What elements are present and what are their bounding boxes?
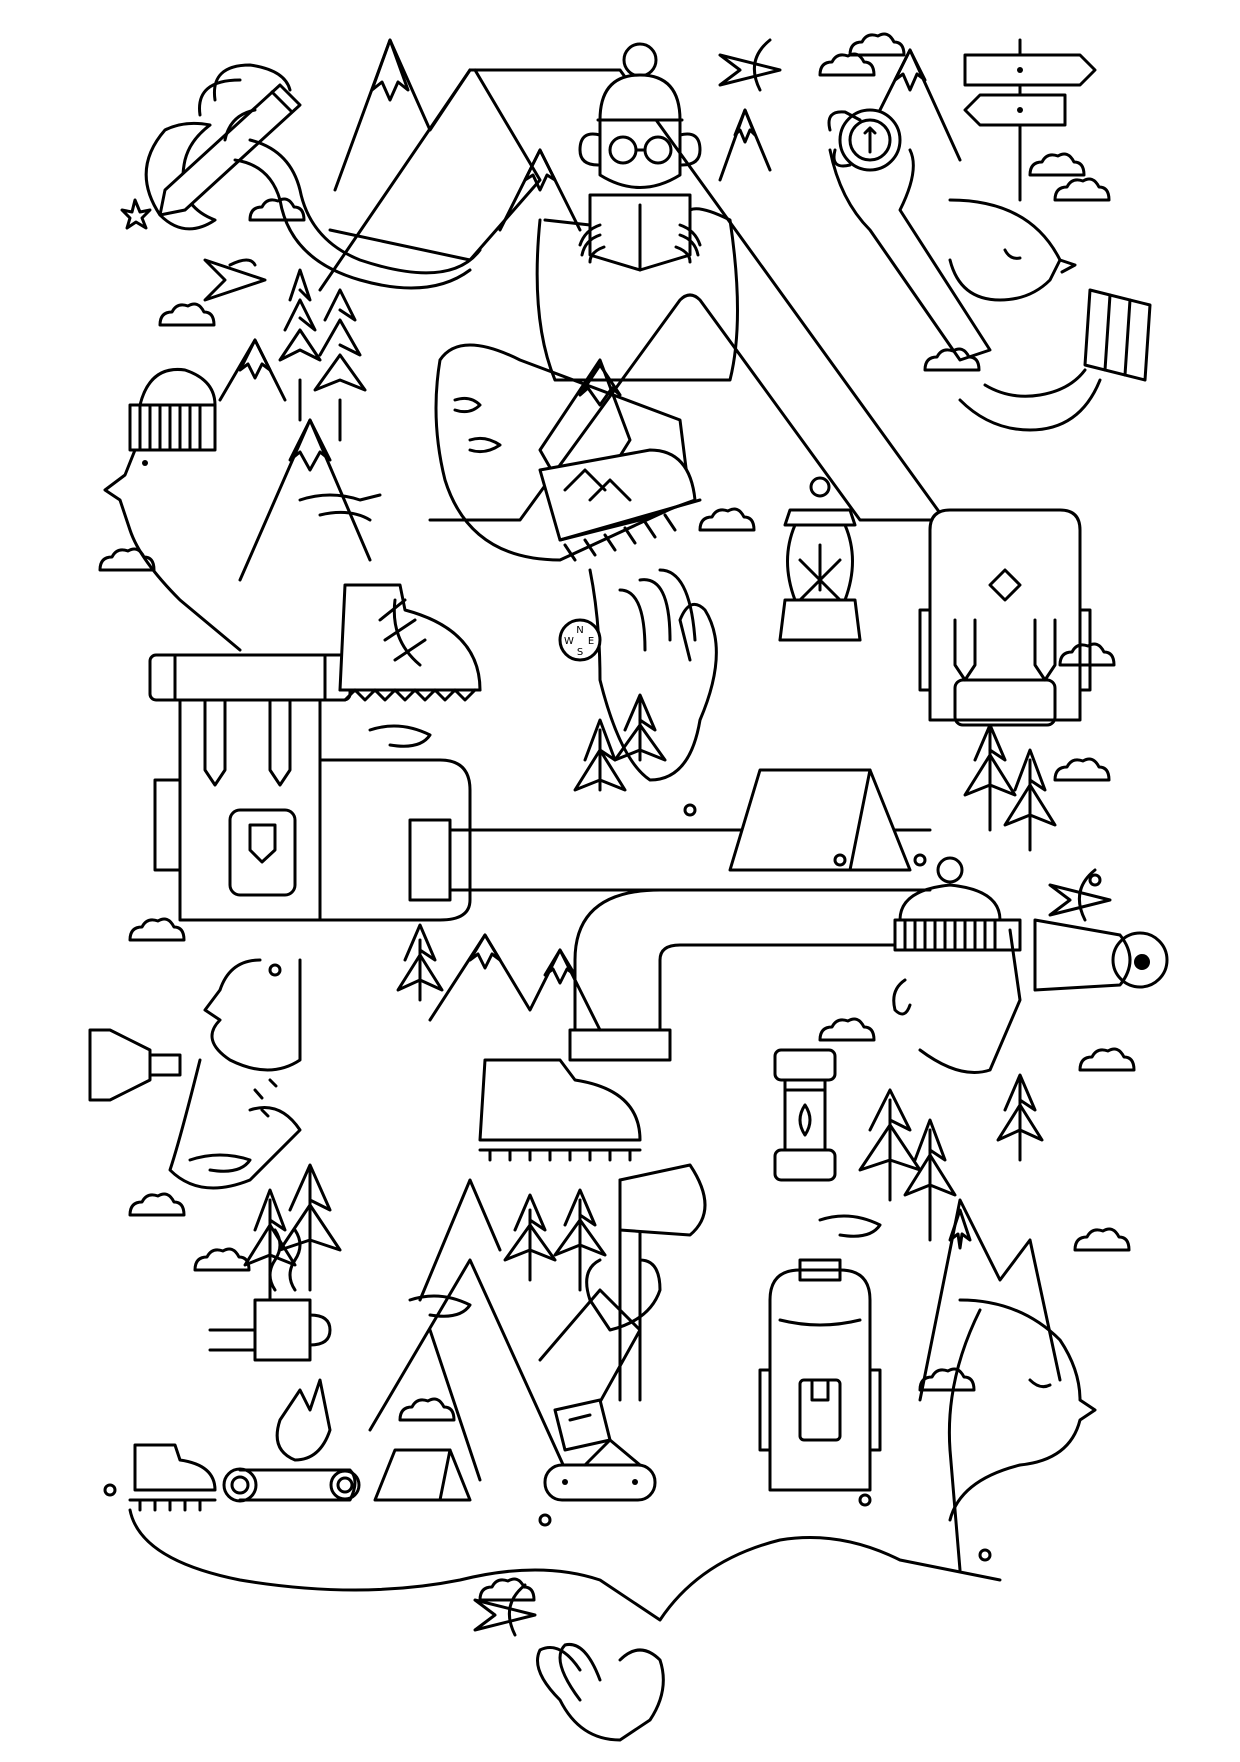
hiking-boot-left (338, 583, 482, 702)
cloud-icon (1053, 177, 1111, 202)
cloud-stream (408, 1294, 472, 1318)
glasses-right (643, 135, 673, 165)
axe-head-icon (618, 1163, 707, 1237)
oil-lantern (778, 476, 862, 642)
right-forest (858, 1073, 1062, 1402)
cloud-icon (1053, 757, 1111, 782)
center-trees-tent (573, 693, 1057, 872)
hand-bottom (536, 1642, 665, 1742)
left-mountains-trees (218, 268, 372, 582)
bird-icon (718, 53, 782, 87)
compass-east-label: E (588, 636, 594, 647)
glasses-left (608, 135, 638, 165)
person-reading-map (948, 198, 1152, 432)
bird-icon (1048, 883, 1112, 917)
small-backpack (758, 1258, 882, 1492)
hiking-boot-bottom-left (128, 1443, 217, 1512)
compass-icon (558, 618, 602, 662)
flame-icon (798, 1103, 812, 1137)
sparkle-icon (120, 198, 152, 230)
cloud-icon (1078, 1047, 1136, 1072)
cloud-icon (248, 197, 306, 222)
cloud-stream (818, 1214, 882, 1238)
cloud-icon (128, 1192, 186, 1217)
cloud-icon (193, 1247, 251, 1272)
tin-mug-icon (253, 1298, 312, 1362)
bedroll-backpack-left (148, 653, 352, 922)
beanie-pompom (622, 42, 658, 78)
pencil-drawing-arm (120, 63, 482, 290)
folded-map-icon (1083, 288, 1152, 382)
gas-lantern (773, 1048, 837, 1182)
cloud-icon (478, 1577, 536, 1602)
tent-icon (728, 768, 912, 872)
clouds (98, 32, 1136, 1602)
signpost (963, 38, 1097, 202)
woman-profile (947, 1298, 1097, 1572)
cloud-icon (923, 347, 981, 372)
reader-with-glasses (535, 42, 739, 382)
compass-west-label: W (564, 636, 574, 647)
elbow-pipe (568, 888, 922, 1062)
hand-holding-compass (827, 108, 992, 362)
bottom-wave-outline (128, 1508, 1002, 1622)
center-mountains-forest (368, 923, 642, 1482)
spyglass-icon (88, 1028, 152, 1102)
campfire-scene (208, 1163, 361, 1503)
cloud-stream (298, 493, 382, 522)
fire-icon (275, 1378, 332, 1462)
cloud-icon (818, 52, 876, 77)
axe-and-hand (538, 1163, 707, 1422)
cloud-icon (1028, 152, 1086, 177)
left-hiker-beanie (103, 367, 242, 652)
cloud-stream (188, 1153, 252, 1173)
left-figure-with-spyglass (88, 958, 302, 1190)
hiking-boot-center (478, 1058, 642, 1142)
large-backpack-right (918, 508, 1092, 727)
binoculars-icon (1033, 918, 1132, 992)
bird-icon (473, 1598, 537, 1632)
decorative-pins (103, 803, 1102, 1562)
cloud-icon (698, 507, 756, 532)
bird-icons (203, 38, 1112, 1637)
striped-beanie (128, 403, 217, 452)
cloud-icon (1073, 1227, 1131, 1252)
hand-with-compass: N S E W (558, 568, 718, 782)
compass-south-label: S (577, 647, 583, 658)
cloud-icon (128, 917, 186, 942)
cloud-stream (368, 724, 432, 748)
cloud-icon (398, 1397, 456, 1422)
bedroll (148, 653, 352, 702)
cloud-icon (848, 32, 906, 57)
beanie-hat (598, 73, 682, 122)
compass-north-label: N (576, 625, 583, 636)
pocket-knife (543, 1438, 657, 1502)
cloud-icon (818, 1017, 876, 1042)
crossed-legs-boot (434, 343, 702, 562)
cloud-icon (158, 302, 216, 327)
crescent-moon-icon (144, 121, 217, 231)
cloud-icon (98, 547, 156, 572)
cloud-icon (918, 1367, 976, 1392)
mountain-range-top (333, 38, 962, 232)
bird-icon (203, 258, 267, 302)
pencil-icon (158, 83, 302, 217)
cloud-icon (1058, 642, 1116, 667)
person-with-binoculars (892, 856, 1169, 1074)
flashlight-bottom (553, 1398, 612, 1452)
log-end-icon (222, 1467, 258, 1503)
small-tent-bottom (373, 1448, 472, 1502)
